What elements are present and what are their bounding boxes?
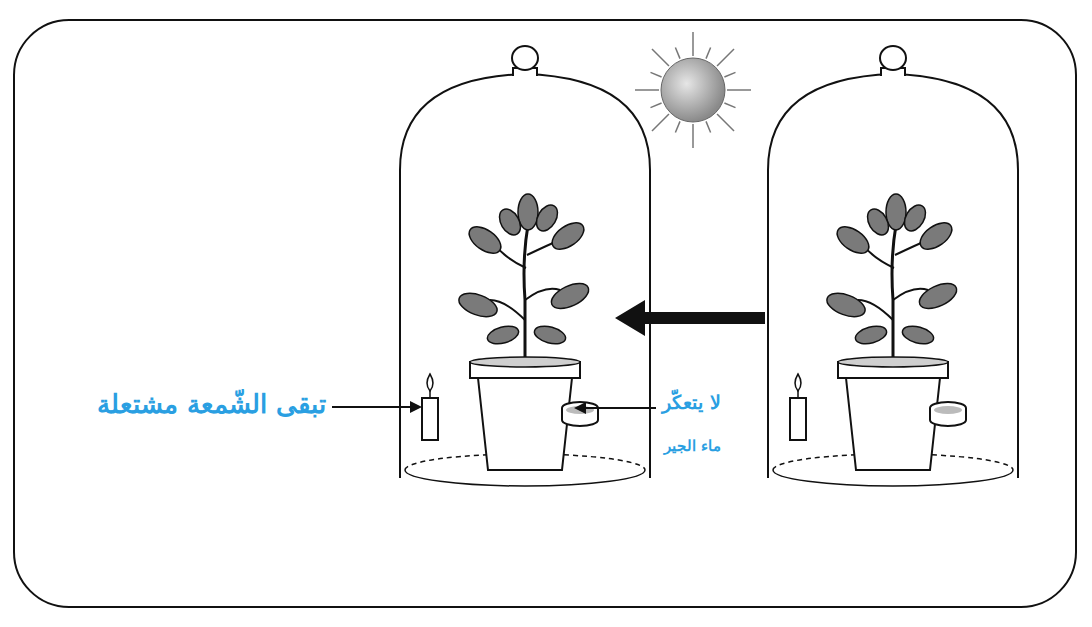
result-label: لا يتعكّر [662, 391, 721, 414]
result-label: تبقى الشّمعة مشتعلة [97, 389, 326, 420]
substance-label: ماء الجير [664, 437, 721, 455]
